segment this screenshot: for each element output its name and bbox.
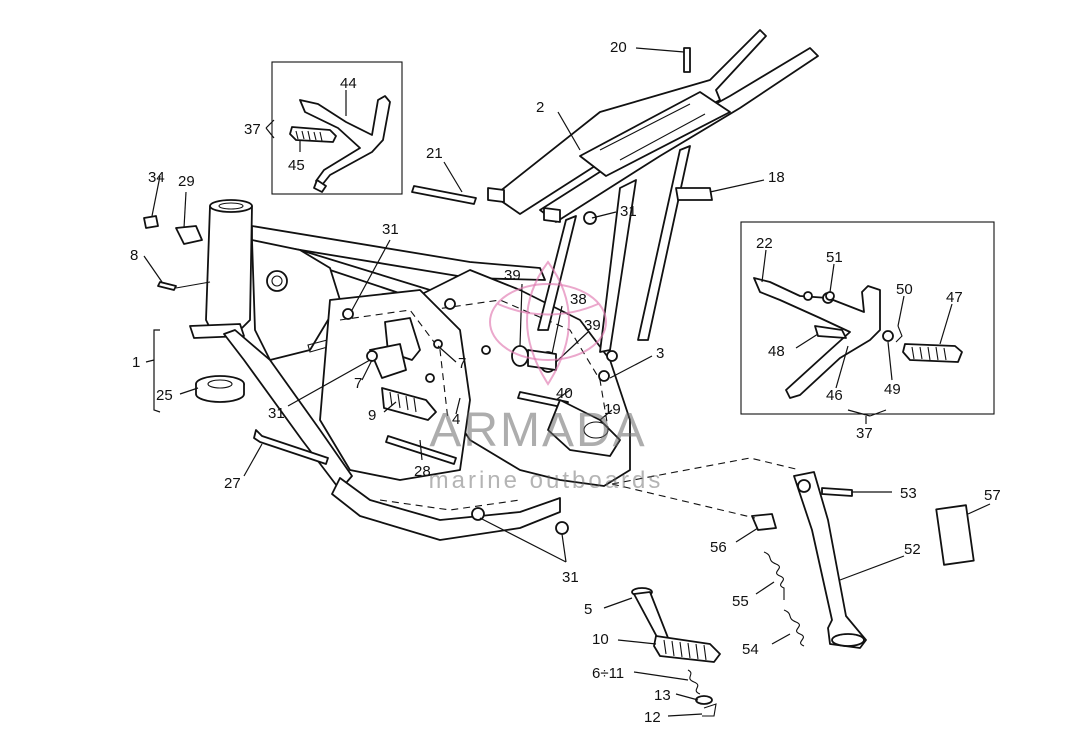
footrest-bracket-44 xyxy=(299,95,391,186)
head-fittings xyxy=(143,215,211,291)
label-10: 10 xyxy=(592,631,609,648)
label-7-lower: 7 xyxy=(354,375,362,392)
inset-frame-left xyxy=(271,61,403,195)
label-7-upper: 7 xyxy=(458,355,466,372)
label-51: 51 xyxy=(826,249,843,266)
cradle-tube xyxy=(331,477,561,541)
label-31-top: 31 xyxy=(620,203,637,220)
label-13: 13 xyxy=(654,687,671,704)
watermark-logo-icon xyxy=(489,260,607,386)
label-39-lower: 39 xyxy=(584,317,601,334)
label-9: 9 xyxy=(368,407,376,424)
washer-13 xyxy=(695,695,713,705)
label-38: 38 xyxy=(570,291,587,308)
clamp-18 xyxy=(675,187,713,201)
label-46: 46 xyxy=(826,387,843,404)
inset-footrest-right xyxy=(740,221,995,415)
watermark-brand: ARMADA xyxy=(429,404,646,457)
watermark-tagline: marine outboards xyxy=(429,467,664,494)
label-47: 47 xyxy=(946,289,963,306)
screw-8 xyxy=(157,281,177,291)
label-52: 52 xyxy=(904,541,921,558)
leader-lines xyxy=(143,47,991,717)
label-50: 50 xyxy=(896,281,913,298)
label-31-mid: 31 xyxy=(382,221,399,238)
label-22: 22 xyxy=(756,235,773,252)
plate-56 xyxy=(751,513,777,531)
label-27: 27 xyxy=(224,475,241,492)
bolt-51 xyxy=(825,291,835,301)
label-1: 1 xyxy=(132,354,140,371)
bearing-25 xyxy=(195,375,245,403)
label-20: 20 xyxy=(610,39,627,56)
label-56: 56 xyxy=(710,539,727,556)
label-37-left: 37 xyxy=(244,121,261,138)
steering-head xyxy=(205,205,253,333)
clip-12 xyxy=(702,703,717,717)
label-18: 18 xyxy=(768,169,785,186)
label-49: 49 xyxy=(884,381,901,398)
inset-footrest-left xyxy=(271,61,403,195)
washer-49 xyxy=(882,330,894,342)
label-28: 28 xyxy=(414,463,431,480)
part-labels: 44 37 45 21 2 20 18 31 31 34 29 8 1 25 7… xyxy=(130,39,1001,726)
spring-50 xyxy=(895,325,903,343)
label-6-11: 6÷11 xyxy=(592,665,624,682)
label-31-bottom: 31 xyxy=(562,569,579,586)
label-29: 29 xyxy=(178,173,195,190)
footpeg-47 xyxy=(902,343,963,363)
peg-assembly xyxy=(631,587,721,717)
footpeg-10 xyxy=(653,635,721,663)
label-25: 25 xyxy=(156,387,173,404)
watermark: ARMADA marine outboards xyxy=(429,260,664,494)
side-stand-assembly xyxy=(611,457,975,649)
spring-6-11 xyxy=(687,669,701,695)
label-57: 57 xyxy=(984,487,1001,504)
label-8: 8 xyxy=(130,247,138,264)
pin-48 xyxy=(814,325,847,339)
inset-frame-right xyxy=(740,221,995,415)
label-55: 55 xyxy=(732,593,749,610)
side-plate xyxy=(319,289,471,481)
subframe-2 xyxy=(487,29,819,362)
key-34 xyxy=(143,215,159,229)
footpeg-9 xyxy=(381,387,437,421)
label-4: 4 xyxy=(452,411,460,428)
gusset-plate xyxy=(251,239,341,361)
label-34: 34 xyxy=(148,169,165,186)
label-48: 48 xyxy=(768,343,785,360)
label-40: 40 xyxy=(556,385,573,402)
label-2: 2 xyxy=(536,99,544,116)
lock-29 xyxy=(175,225,203,245)
label-45: 45 xyxy=(288,157,305,174)
label-3: 3 xyxy=(656,345,664,362)
spring-54 xyxy=(783,609,805,647)
label-31-left: 31 xyxy=(268,405,285,422)
label-53: 53 xyxy=(900,485,917,502)
footpeg-45 xyxy=(289,126,337,143)
bolt-53 xyxy=(821,487,853,497)
side-stand-52 xyxy=(793,471,867,649)
label-12: 12 xyxy=(644,709,661,726)
spring-55 xyxy=(763,551,785,600)
label-37-right: 37 xyxy=(856,425,873,442)
frame-bolts xyxy=(253,185,610,535)
label-21: 21 xyxy=(426,145,443,162)
label-39-upper: 39 xyxy=(504,267,521,284)
label-19: 19 xyxy=(604,401,621,418)
bolt-20 xyxy=(683,47,691,73)
label-5: 5 xyxy=(584,601,592,618)
sticker-57 xyxy=(935,504,975,566)
footrest-arm-46 xyxy=(753,277,881,399)
label-54: 54 xyxy=(742,641,759,658)
main-frame xyxy=(189,185,631,541)
label-44: 44 xyxy=(340,75,357,92)
